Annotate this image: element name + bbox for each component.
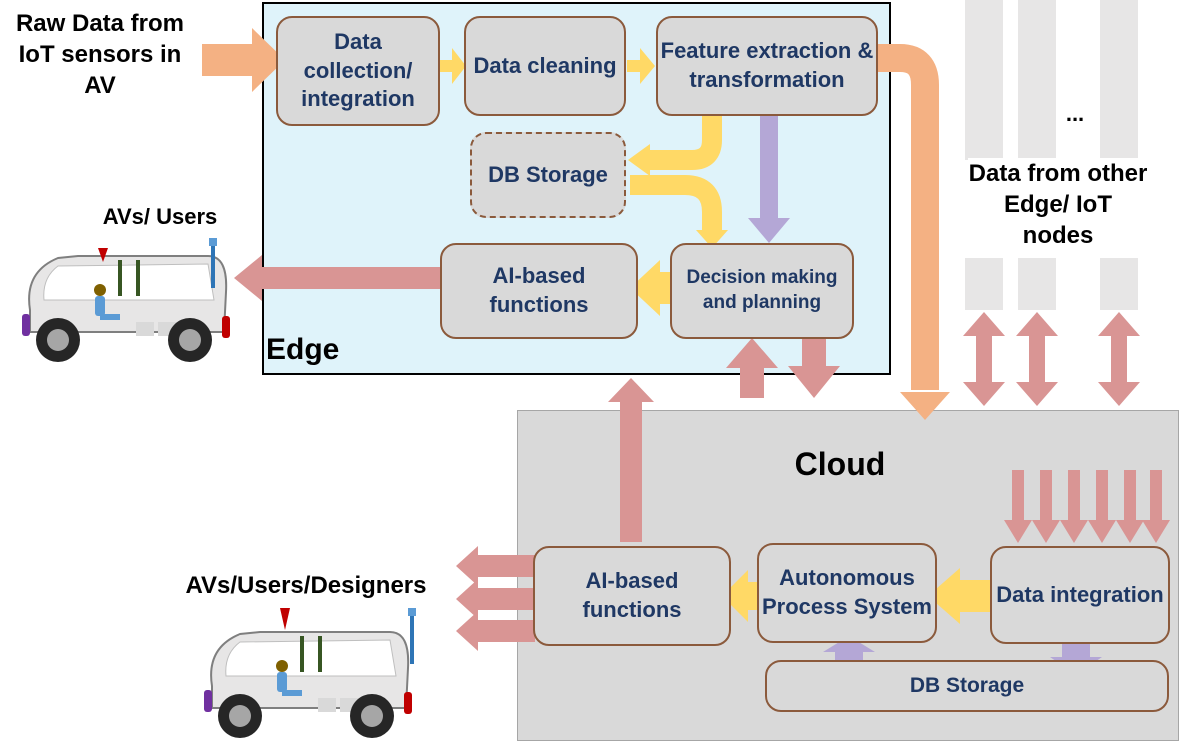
other-nodes-bars <box>965 0 1138 310</box>
edge-ai-functions-box: AI-based functions <box>440 243 638 339</box>
antenna-icon <box>209 238 217 288</box>
cloud-title: Cloud <box>794 446 886 482</box>
cloud-flow-arrows <box>722 568 990 624</box>
decision-making-box: Decision making and planning <box>670 243 854 339</box>
other-nodes-arrows <box>963 312 1140 406</box>
decision-to-cloud-arrow <box>788 336 840 398</box>
feature-to-db-arrow <box>648 115 722 170</box>
car-icon <box>204 608 416 738</box>
avs-users-designers-label: AVs/Users/Designers <box>185 572 427 599</box>
data-integration-box: Data integration <box>990 546 1170 644</box>
autonomous-process-box: Autonomous Process System <box>757 543 937 643</box>
incoming-data-arrows <box>1004 470 1170 543</box>
edge-to-cloud-arrow <box>877 44 939 390</box>
feature-to-decision-arrow <box>748 218 790 243</box>
other-nodes-label: Data from other Edge/ IoT nodes <box>968 158 1148 252</box>
edge-flow-arrows <box>440 48 680 316</box>
feature-extraction-box: Feature extraction & transformation <box>656 16 878 116</box>
person-icon <box>276 660 302 696</box>
edge-db-storage-box: DB Storage <box>470 132 626 218</box>
antenna-icon <box>408 608 416 664</box>
data-cleaning-box: Data cleaning <box>464 16 626 116</box>
person-icon <box>94 284 120 320</box>
edge-ai-to-avs-arrow <box>234 255 262 301</box>
avs-users-label: AVs/ Users <box>102 204 218 229</box>
raw-data-label: Raw Data from IoT sensors in AV <box>15 10 185 100</box>
raw-data-input-arrow <box>202 28 285 92</box>
car-icon <box>22 238 230 362</box>
other-nodes-ellipsis: ... <box>1065 101 1085 126</box>
cloud-db-storage-box: DB Storage <box>765 660 1169 712</box>
cloud-ai-output-arrows <box>456 546 535 651</box>
data-collection-box: Data collection/ integration <box>276 16 440 126</box>
cloud-ai-to-edge-arrow <box>608 378 654 402</box>
cloud-to-decision-arrow <box>726 338 778 398</box>
edge-title: Edge <box>266 333 340 366</box>
db-to-decision-arrow <box>630 175 722 232</box>
cloud-ai-functions-box: AI-based functions <box>533 546 731 646</box>
